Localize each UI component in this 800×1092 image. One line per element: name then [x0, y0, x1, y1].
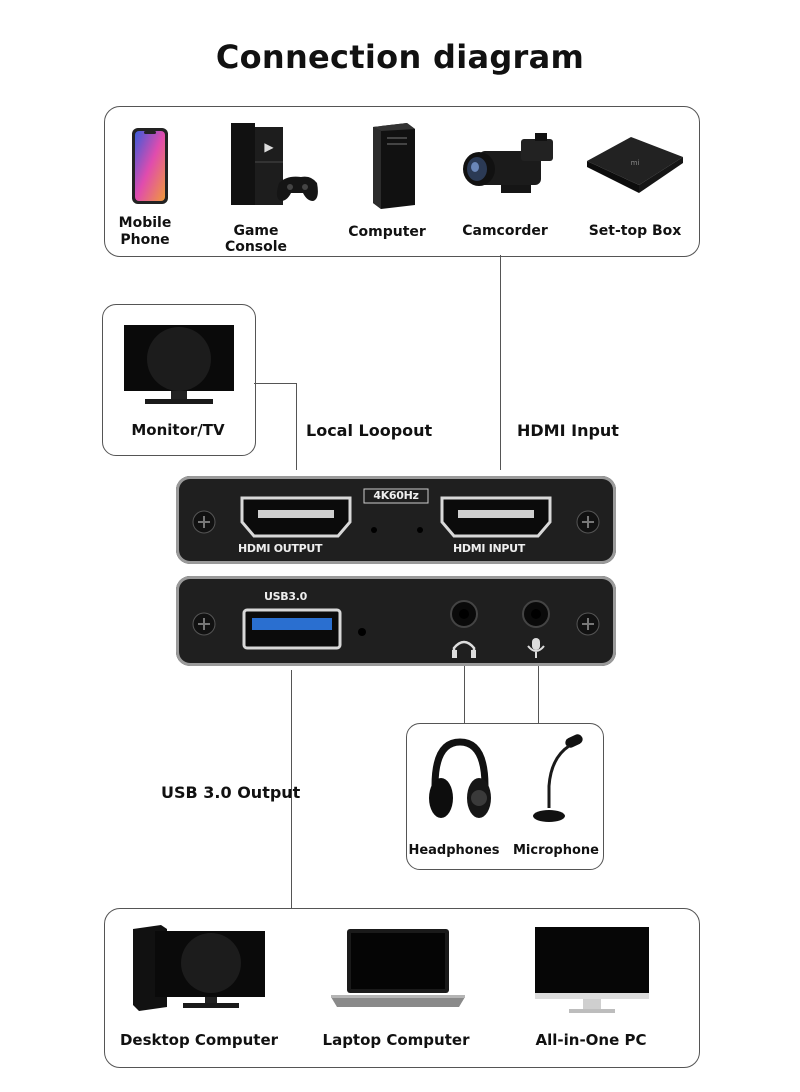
loopout-line-vertical — [296, 383, 297, 470]
local-loopout-label: Local Loopout — [306, 421, 433, 440]
output-label-desktop-computer: Desktop Computer — [119, 1031, 279, 1049]
microphone-icon — [527, 734, 587, 826]
computer-tower-icon — [363, 121, 417, 209]
capture-device-top: 4K60Hz HDMI OUTPUT HDMI INPUT — [176, 476, 616, 564]
loopout-line-horizontal — [254, 383, 297, 384]
usb-port-label: USB3.0 — [264, 590, 307, 603]
output-devices-box: Desktop Computer Laptop Computer All-in-… — [104, 908, 700, 1068]
hdmi-output-port-label: HDMI OUTPUT — [238, 542, 323, 555]
all-in-one-pc-icon — [533, 925, 651, 1017]
headphones-icon — [427, 736, 493, 824]
source-devices-box: Mobile Phone ▶ Game Console Computer — [104, 106, 700, 257]
monitor-box: Monitor/TV — [102, 304, 256, 456]
svg-text:▶: ▶ — [264, 140, 274, 154]
top-badge: 4K60Hz — [373, 489, 419, 502]
source-label-set-top-box: Set-top Box — [588, 223, 682, 239]
monitor-icon — [123, 323, 235, 407]
output-label-laptop-computer: Laptop Computer — [322, 1031, 470, 1049]
source-label-camcorder: Camcorder — [462, 223, 548, 239]
capture-device-bottom: USB3.0 — [176, 576, 616, 666]
set-top-box-icon: mi — [583, 125, 687, 195]
hdmi-input-port-label: HDMI INPUT — [453, 542, 526, 555]
usb-output-label: USB 3.0 Output — [161, 783, 301, 802]
mobile-phone-icon — [131, 127, 169, 205]
audio-devices-box: Headphones Microphone — [406, 723, 604, 870]
svg-text:mi: mi — [631, 159, 640, 167]
page-title: Connection diagram — [215, 38, 585, 76]
usb-output-line — [291, 670, 292, 908]
game-console-icon: ▶ — [227, 121, 319, 211]
hdmi-input-label: HDMI Input — [517, 421, 619, 440]
source-label-mobile-phone: Mobile Phone — [118, 215, 172, 248]
audio-label-microphone: Microphone — [512, 843, 599, 858]
output-label-all-in-one-pc: All-in-One PC — [535, 1031, 647, 1049]
camcorder-icon — [461, 129, 559, 201]
audio-label-headphones: Headphones — [408, 843, 500, 858]
microphone-line — [538, 666, 539, 723]
monitor-label: Monitor/TV — [131, 421, 225, 439]
source-label-game-console: Game Console — [224, 223, 288, 255]
source-label-computer: Computer — [348, 224, 426, 240]
laptop-icon — [327, 925, 469, 1011]
headphone-line — [464, 666, 465, 723]
hdmi-input-line — [500, 255, 501, 470]
desktop-computer-icon — [131, 921, 267, 1011]
